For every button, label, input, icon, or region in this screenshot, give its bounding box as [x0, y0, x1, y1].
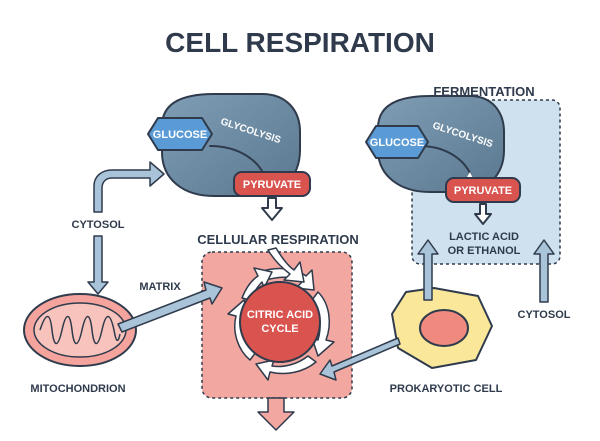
pyruvate-to-lactic-arrow: [474, 203, 492, 225]
matrix-arrow: [117, 281, 223, 333]
citric-acid-label: CITRIC ACID: [247, 309, 313, 321]
page-title: CELL RESPIRATION: [165, 27, 435, 58]
mitochondrion-label: MITOCHONDRION: [30, 383, 125, 395]
mitochondrion: MITOCHONDRION: [23, 293, 137, 395]
glucose-label-right: GLUCOSE: [370, 137, 424, 149]
pyruvate-box-right: [445, 177, 521, 203]
ethanol-label: OR ETHANOL: [448, 245, 521, 257]
cytosol-label-left: CYTOSOL: [72, 219, 125, 231]
cycle-label: CYCLE: [261, 323, 298, 335]
cytosol-to-mitochondrion-arrow: [87, 235, 109, 295]
cellular-respiration-panel: CELLULAR RESPIRATION CITRIC ACID CYCLE: [197, 232, 359, 431]
cytosol-right-arrow: [533, 239, 555, 303]
lactic-acid-label: LACTIC ACID: [449, 231, 519, 243]
glucose-hexagon-right: [365, 125, 429, 159]
pyruvate-down-arrow: [261, 197, 283, 221]
pyruvate-label-left: PYRUVATE: [243, 179, 301, 191]
cytosol-to-glucose-arrow: [93, 161, 165, 213]
prokaryote-to-fermentation-arrow: [417, 239, 439, 301]
prokaryotic-cell-label: PROKARYOTIC CELL: [390, 383, 503, 395]
transport-arrows: [87, 161, 555, 381]
prokaryote-to-cycle-arrow: [319, 337, 401, 381]
matrix-label: MATRIX: [139, 281, 181, 293]
pyruvate-into-cycle-arrow: [267, 247, 305, 283]
glucose-hexagon-left: [147, 117, 213, 151]
cellular-respiration-label: CELLULAR RESPIRATION: [197, 232, 359, 247]
glycolysis-body-right: [377, 95, 505, 193]
glycolysis-left: GLYCOLYSIS GLUCOSE PYRUVATE: [147, 93, 311, 221]
prokaryotic-cell: PROKARYOTIC CELL: [390, 287, 503, 395]
pyruvate-label-right: PYRUVATE: [454, 185, 512, 197]
fermentation-panel: FERMENTATION GLYCOLYSIS GLUCOSE PYRUVATE…: [365, 84, 561, 265]
output-down-arrow: [257, 397, 295, 431]
citric-acid-core: [239, 281, 321, 363]
glucose-label-left: GLUCOSE: [153, 129, 207, 141]
cytosol-label-right: CYTOSOL: [518, 309, 571, 321]
pyruvate-box-left: [233, 171, 311, 197]
